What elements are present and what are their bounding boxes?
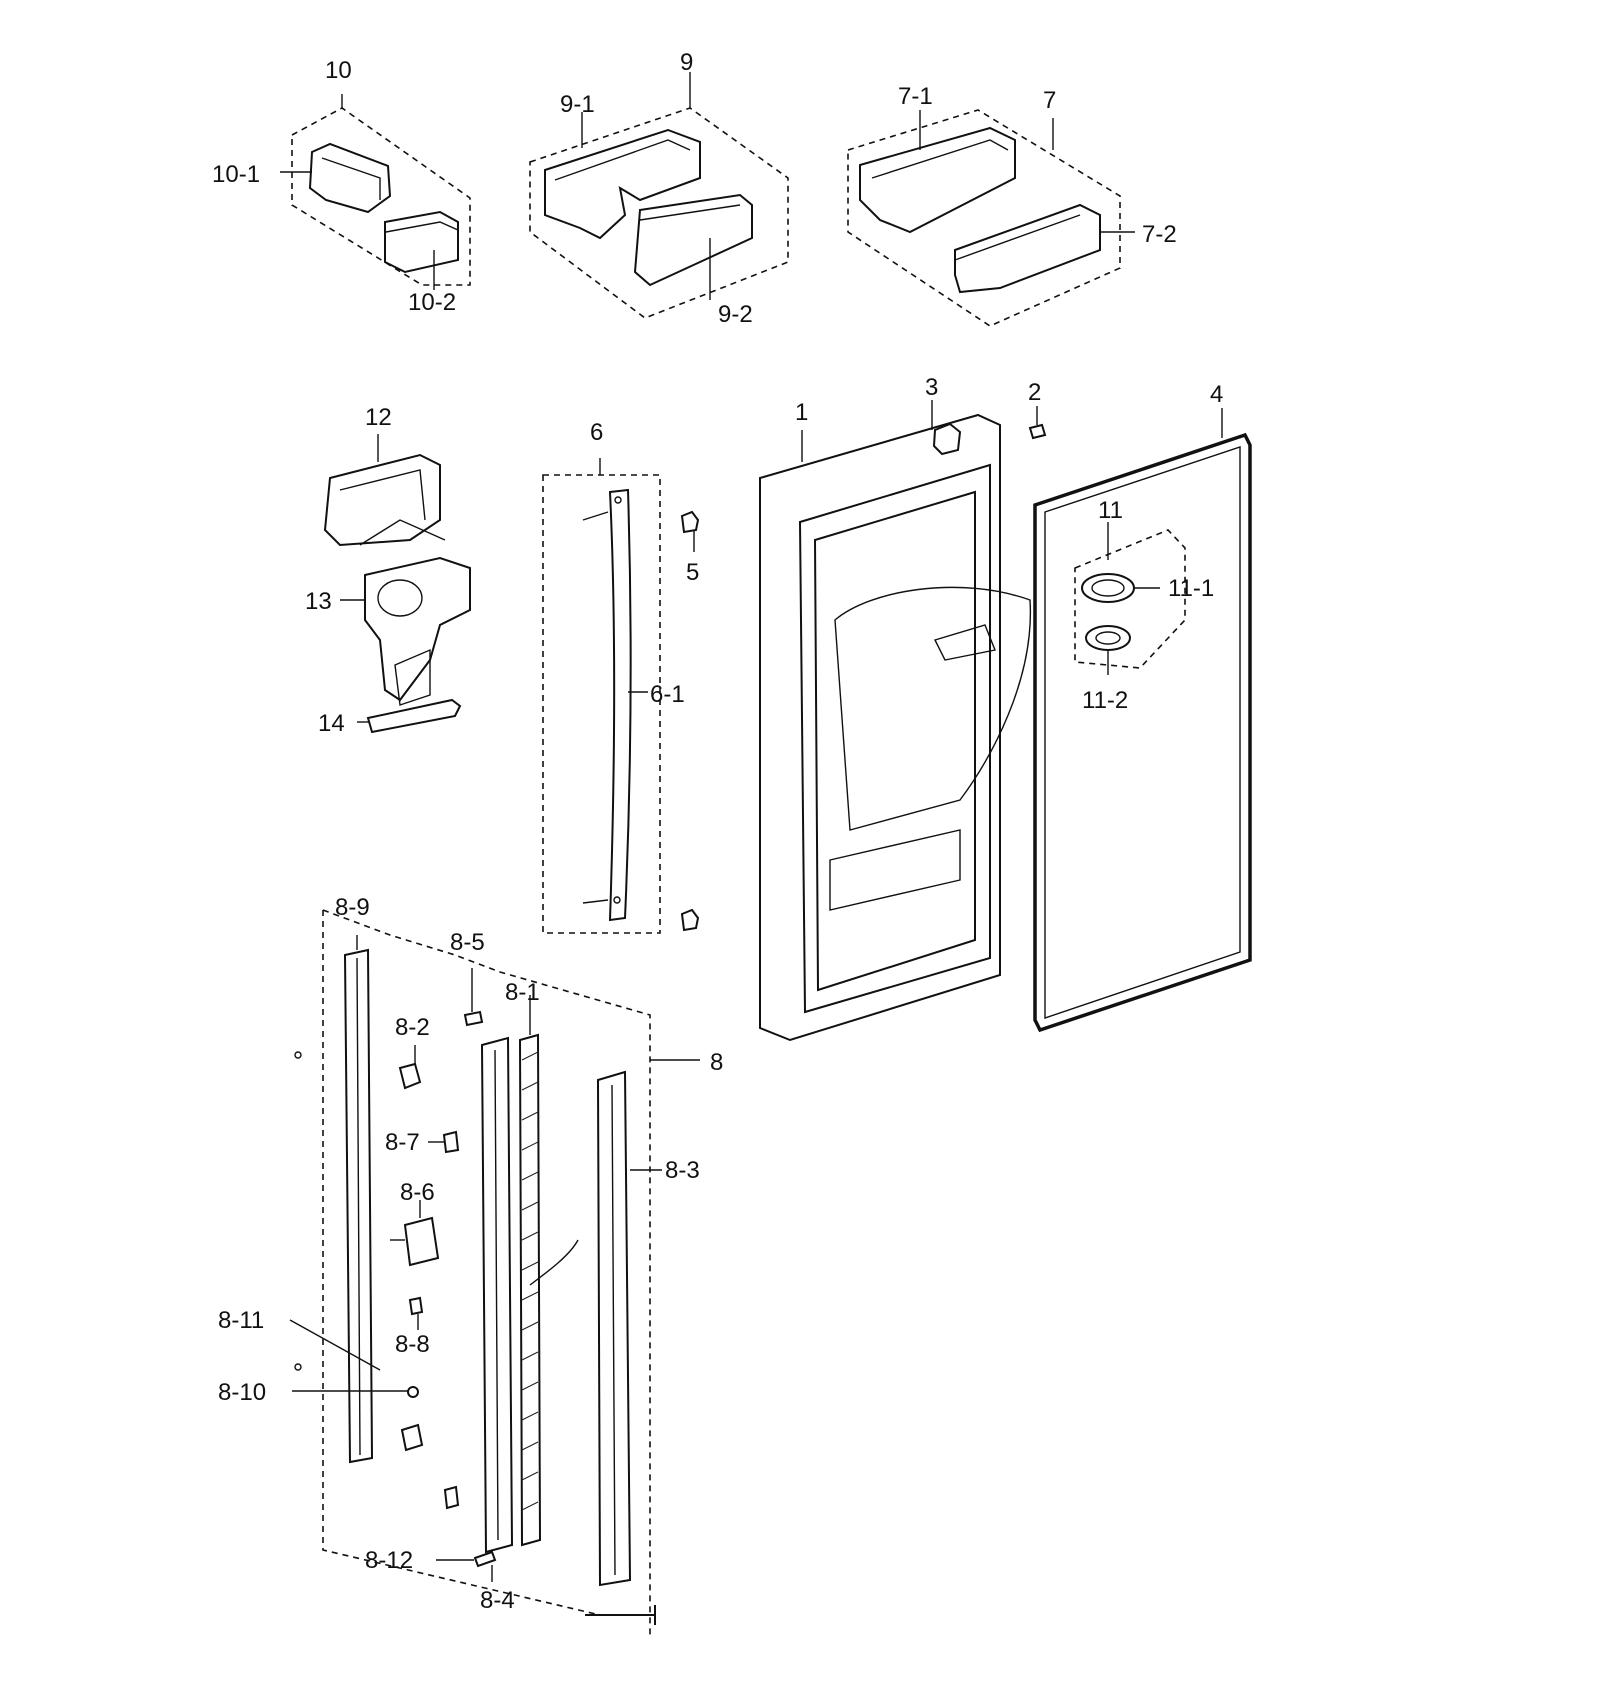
- callout-1: 1: [795, 399, 808, 426]
- callout-11: 11: [1098, 497, 1123, 524]
- part-2-clip: 2: [1028, 379, 1047, 440]
- callout-8-4: 8-4: [480, 1587, 515, 1614]
- callout-9: 9: [680, 49, 693, 76]
- part-13-ice-chute-assembly: 13: [305, 556, 471, 706]
- part-7-2-door-bin-front: [954, 203, 1101, 294]
- part-5-handle-screw: 5: [680, 510, 699, 932]
- part-11-1-cap: [1081, 573, 1135, 603]
- part-8-8-clip: 8-8: [395, 1296, 430, 1358]
- callout-6-1: 6-1: [650, 681, 685, 708]
- part-4-door-gasket: 4: [1033, 381, 1252, 1033]
- callout-11-2: 11-2: [1082, 687, 1128, 714]
- callout-3: 3: [925, 374, 938, 401]
- part-8-2-lower-bracket: [400, 1423, 460, 1510]
- part-8-12-screw: 8-12: [365, 1547, 474, 1574]
- callout-14: 14: [318, 710, 345, 737]
- part-7-1-door-bin: [859, 126, 1016, 234]
- callout-2: 2: [1028, 379, 1041, 406]
- part-9-2-door-bin-front: [633, 193, 753, 287]
- callout-8-11: 8-11: [218, 1307, 264, 1334]
- part-8-4-door-cap-lower: 8-4: [473, 1036, 515, 1614]
- part-group-7: 7 7-1 7-2: [847, 83, 1177, 327]
- callout-9-2: 9-2: [718, 301, 753, 328]
- callout-7-2: 7-2: [1142, 221, 1177, 248]
- part-8-9-door-cap-strip: 8-9: [335, 894, 374, 1464]
- part-11-2-cap: [1085, 625, 1131, 651]
- part-9-1-door-bin: [544, 128, 701, 240]
- callout-10-1: 10-1: [212, 161, 260, 188]
- callout-12: 12: [365, 404, 392, 431]
- part-8-5-clip: 8-5: [450, 929, 485, 1027]
- callout-5: 5: [686, 559, 699, 586]
- part-8-11-screw: 8-11: [218, 1307, 381, 1371]
- part-group-10: 10 10-1 10-2: [212, 57, 471, 316]
- part-8-6-door-switch-assembly: 8-6: [390, 1179, 440, 1267]
- callout-4: 4: [1210, 381, 1223, 408]
- callout-8-3: 8-3: [665, 1157, 700, 1184]
- callout-10: 10: [325, 57, 352, 84]
- part-8-1-heater-wire: 8-1: [505, 979, 579, 1547]
- part-8-7-switch: 8-7: [385, 1129, 460, 1156]
- callout-8-10: 8-10: [218, 1379, 266, 1406]
- callout-8-6: 8-6: [400, 1179, 435, 1206]
- part-group-11: 11 11-1 11-2: [1074, 497, 1214, 714]
- part-8-10-plug: 8-10: [218, 1379, 419, 1406]
- callout-9-1: 9-1: [560, 91, 595, 118]
- callout-8-5: 8-5: [450, 929, 485, 956]
- part-group-9: 9 9-1 9-2: [529, 49, 789, 328]
- callout-8: 8: [710, 1049, 723, 1076]
- part-10-2-bin-guard-front: [384, 210, 459, 274]
- part-12-dispenser-cover: 12: [323, 404, 446, 547]
- callout-8-2: 8-2: [395, 1014, 430, 1041]
- callout-8-9: 8-9: [335, 894, 370, 921]
- callout-10-2: 10-2: [408, 289, 456, 316]
- part-8-3-door-cap-front: 8-3: [596, 1070, 700, 1587]
- callout-8-12: 8-12: [365, 1547, 413, 1574]
- callout-8-8: 8-8: [395, 1331, 430, 1358]
- callout-11-1: 11-1: [1168, 575, 1214, 602]
- part-group-6: 6 6-1: [542, 419, 685, 934]
- callout-13: 13: [305, 588, 332, 615]
- part-6-1-door-handle: [608, 488, 632, 922]
- part-8-2-hinge-bracket: 8-2: [395, 1014, 430, 1090]
- callout-8-1: 8-1: [505, 979, 540, 1006]
- callout-7-1: 7-1: [898, 83, 933, 110]
- callout-6: 6: [590, 419, 603, 446]
- part-group-8: 8 8-9 8-5 8-2 8-7 8-6: [218, 894, 723, 1638]
- part-3-hinge-cap: 3: [925, 374, 962, 456]
- callout-8-7: 8-7: [385, 1129, 420, 1156]
- callout-7: 7: [1043, 87, 1056, 114]
- part-10-1-bin-guard: [308, 142, 392, 214]
- part-14-chute-flap: 14: [318, 698, 462, 737]
- part-1-door-assembly: 1: [759, 399, 1032, 1042]
